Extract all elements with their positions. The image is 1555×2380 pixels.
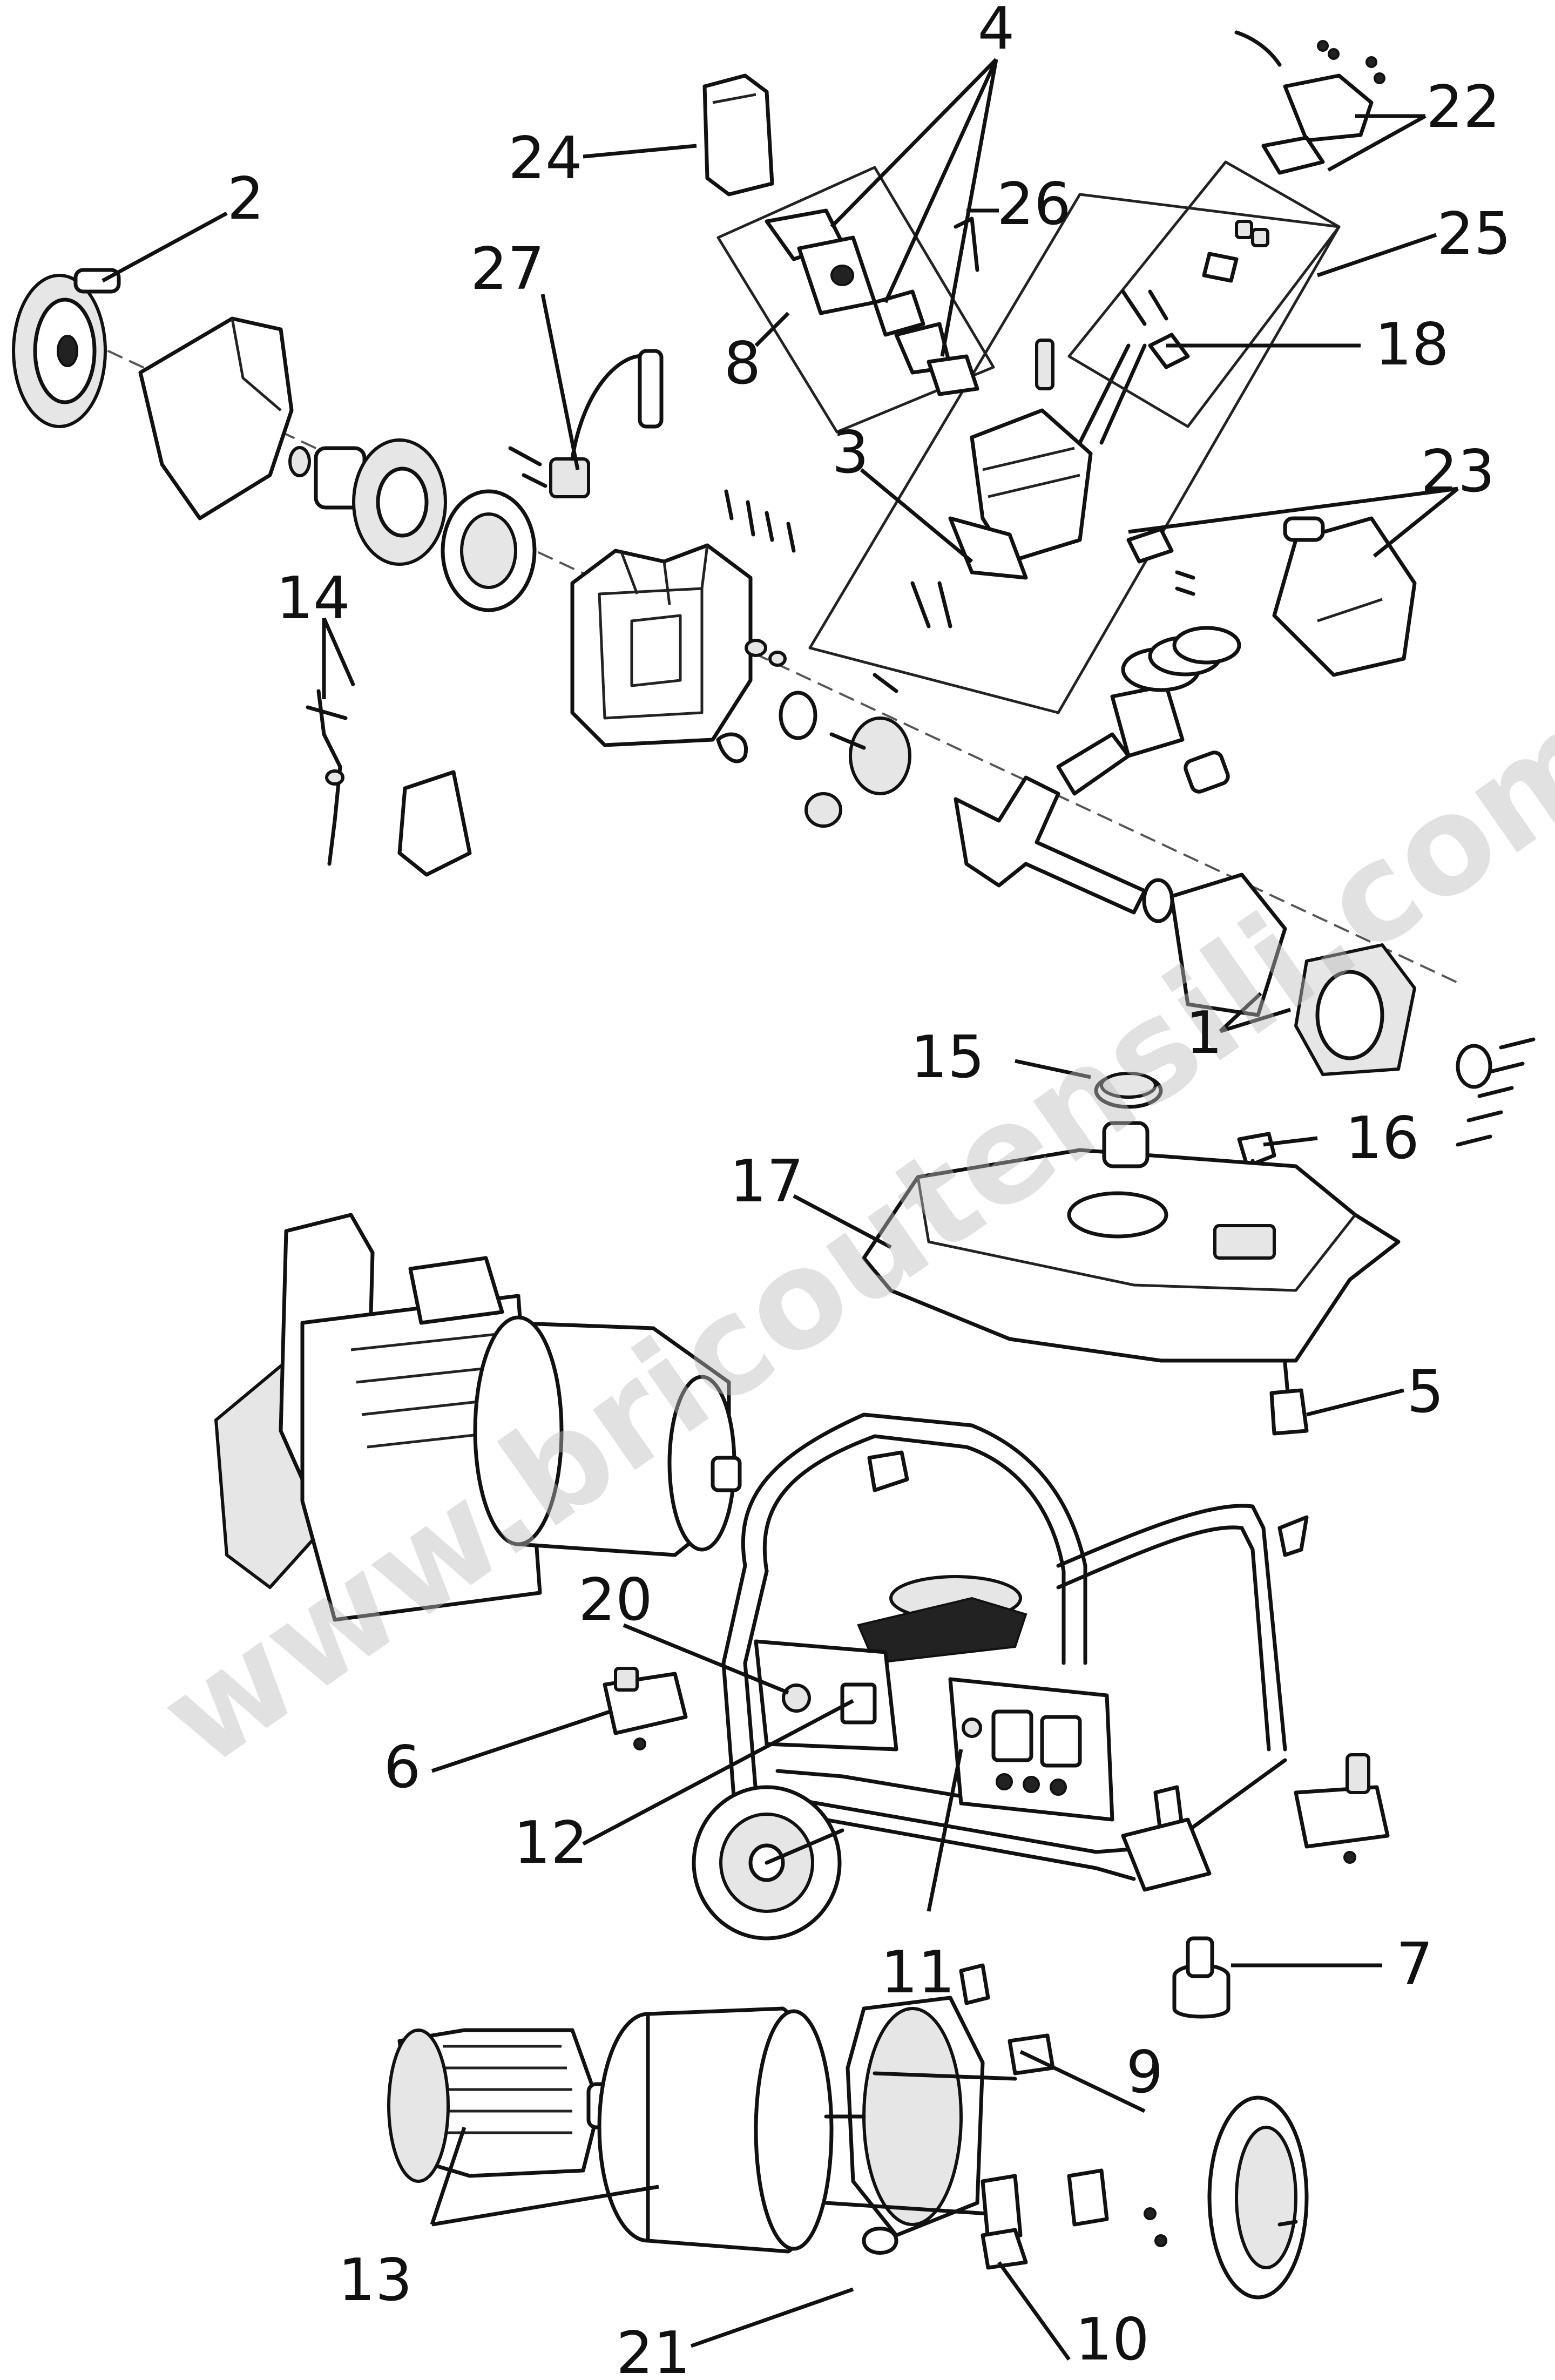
callout-23: 23 [1421, 438, 1495, 505]
part-14-governor-linkage [306, 689, 348, 866]
part-10-brush-holder [981, 2168, 1109, 2270]
part-1-crankcase-cover [1169, 873, 1536, 1147]
callout-24: 24 [508, 125, 582, 192]
callout-5: 5 [1407, 1358, 1444, 1426]
governor-bracket [397, 770, 472, 877]
part-27-ignition-coil [508, 349, 664, 498]
part-7-rubber-foot [1172, 1936, 1231, 2019]
callout-leaders [102, 58, 1459, 2361]
crankcase-bolts [724, 489, 796, 667]
part-3-cylinder-head-group [808, 193, 1341, 714]
part-5-fuel-valve [1269, 1361, 1309, 1436]
callout-1: 1 [1186, 999, 1223, 1067]
part-17-fuel-tank [862, 1121, 1401, 1363]
engine-crankcase [570, 543, 753, 747]
frame-brackets [1121, 1515, 1309, 1892]
part-6-vibration-mount [603, 1667, 688, 1750]
right-vibration-mount [1294, 1753, 1390, 1864]
callout-9: 9 [1126, 2039, 1164, 2106]
part-26-hex-key [954, 217, 979, 272]
part-25-rocker-group [1067, 160, 1341, 428]
part-22-exhaust-flange [1234, 30, 1385, 175]
callout-6: 6 [384, 1734, 421, 1801]
callout-22: 22 [1426, 73, 1500, 141]
piston-and-rings [1110, 626, 1241, 794]
callout-14: 14 [276, 565, 350, 632]
part-21-alternator-end-cover [824, 1996, 1017, 2255]
callout-13: 13 [338, 2247, 412, 2314]
part-2-recoil-starter [12, 268, 121, 428]
control-panel [754, 1639, 1114, 1822]
callout-2: 2 [227, 165, 265, 233]
callout-27: 27 [470, 235, 544, 303]
callout-7: 7 [1396, 1931, 1434, 1998]
callout-11: 11 [881, 1939, 955, 2006]
callout-18: 18 [1375, 311, 1449, 378]
part-24-air-filter-cover [702, 73, 774, 197]
wheel [692, 1785, 844, 1940]
alternator-rear-cover [1144, 2095, 1309, 2300]
part-23-muffler [1126, 516, 1417, 677]
generator-frame [721, 1412, 1287, 1881]
callout-26: 26 [997, 171, 1071, 238]
callout-4: 4 [978, 0, 1015, 63]
callout-16: 16 [1345, 1105, 1419, 1172]
camshaft-and-gears [716, 691, 911, 828]
part-8-carburetor-group [716, 166, 995, 434]
callout-labels: 4 2 24 26 22 25 18 27 8 3 23 14 1 15 16 … [227, 0, 1511, 2380]
callout-15: 15 [910, 1024, 984, 1091]
callout-21: 21 [616, 2320, 690, 2380]
crankshaft-and-rod [954, 732, 1174, 923]
fan-shroud [138, 316, 294, 520]
callout-8: 8 [724, 330, 761, 397]
callout-3: 3 [832, 419, 869, 486]
callout-10: 10 [1075, 2306, 1149, 2374]
callout-17: 17 [729, 1148, 803, 1215]
part-13-rotor-and-stator [387, 2006, 834, 2254]
callout-20: 20 [578, 1566, 652, 1634]
alternator-housing-in-frame [857, 1575, 1027, 1665]
assembled-engine [214, 1213, 742, 1622]
flywheel-assembly [288, 438, 537, 612]
part-15-fuel-cap [1094, 1072, 1163, 1109]
callout-25: 25 [1437, 200, 1511, 268]
callout-12: 12 [513, 1809, 587, 1877]
